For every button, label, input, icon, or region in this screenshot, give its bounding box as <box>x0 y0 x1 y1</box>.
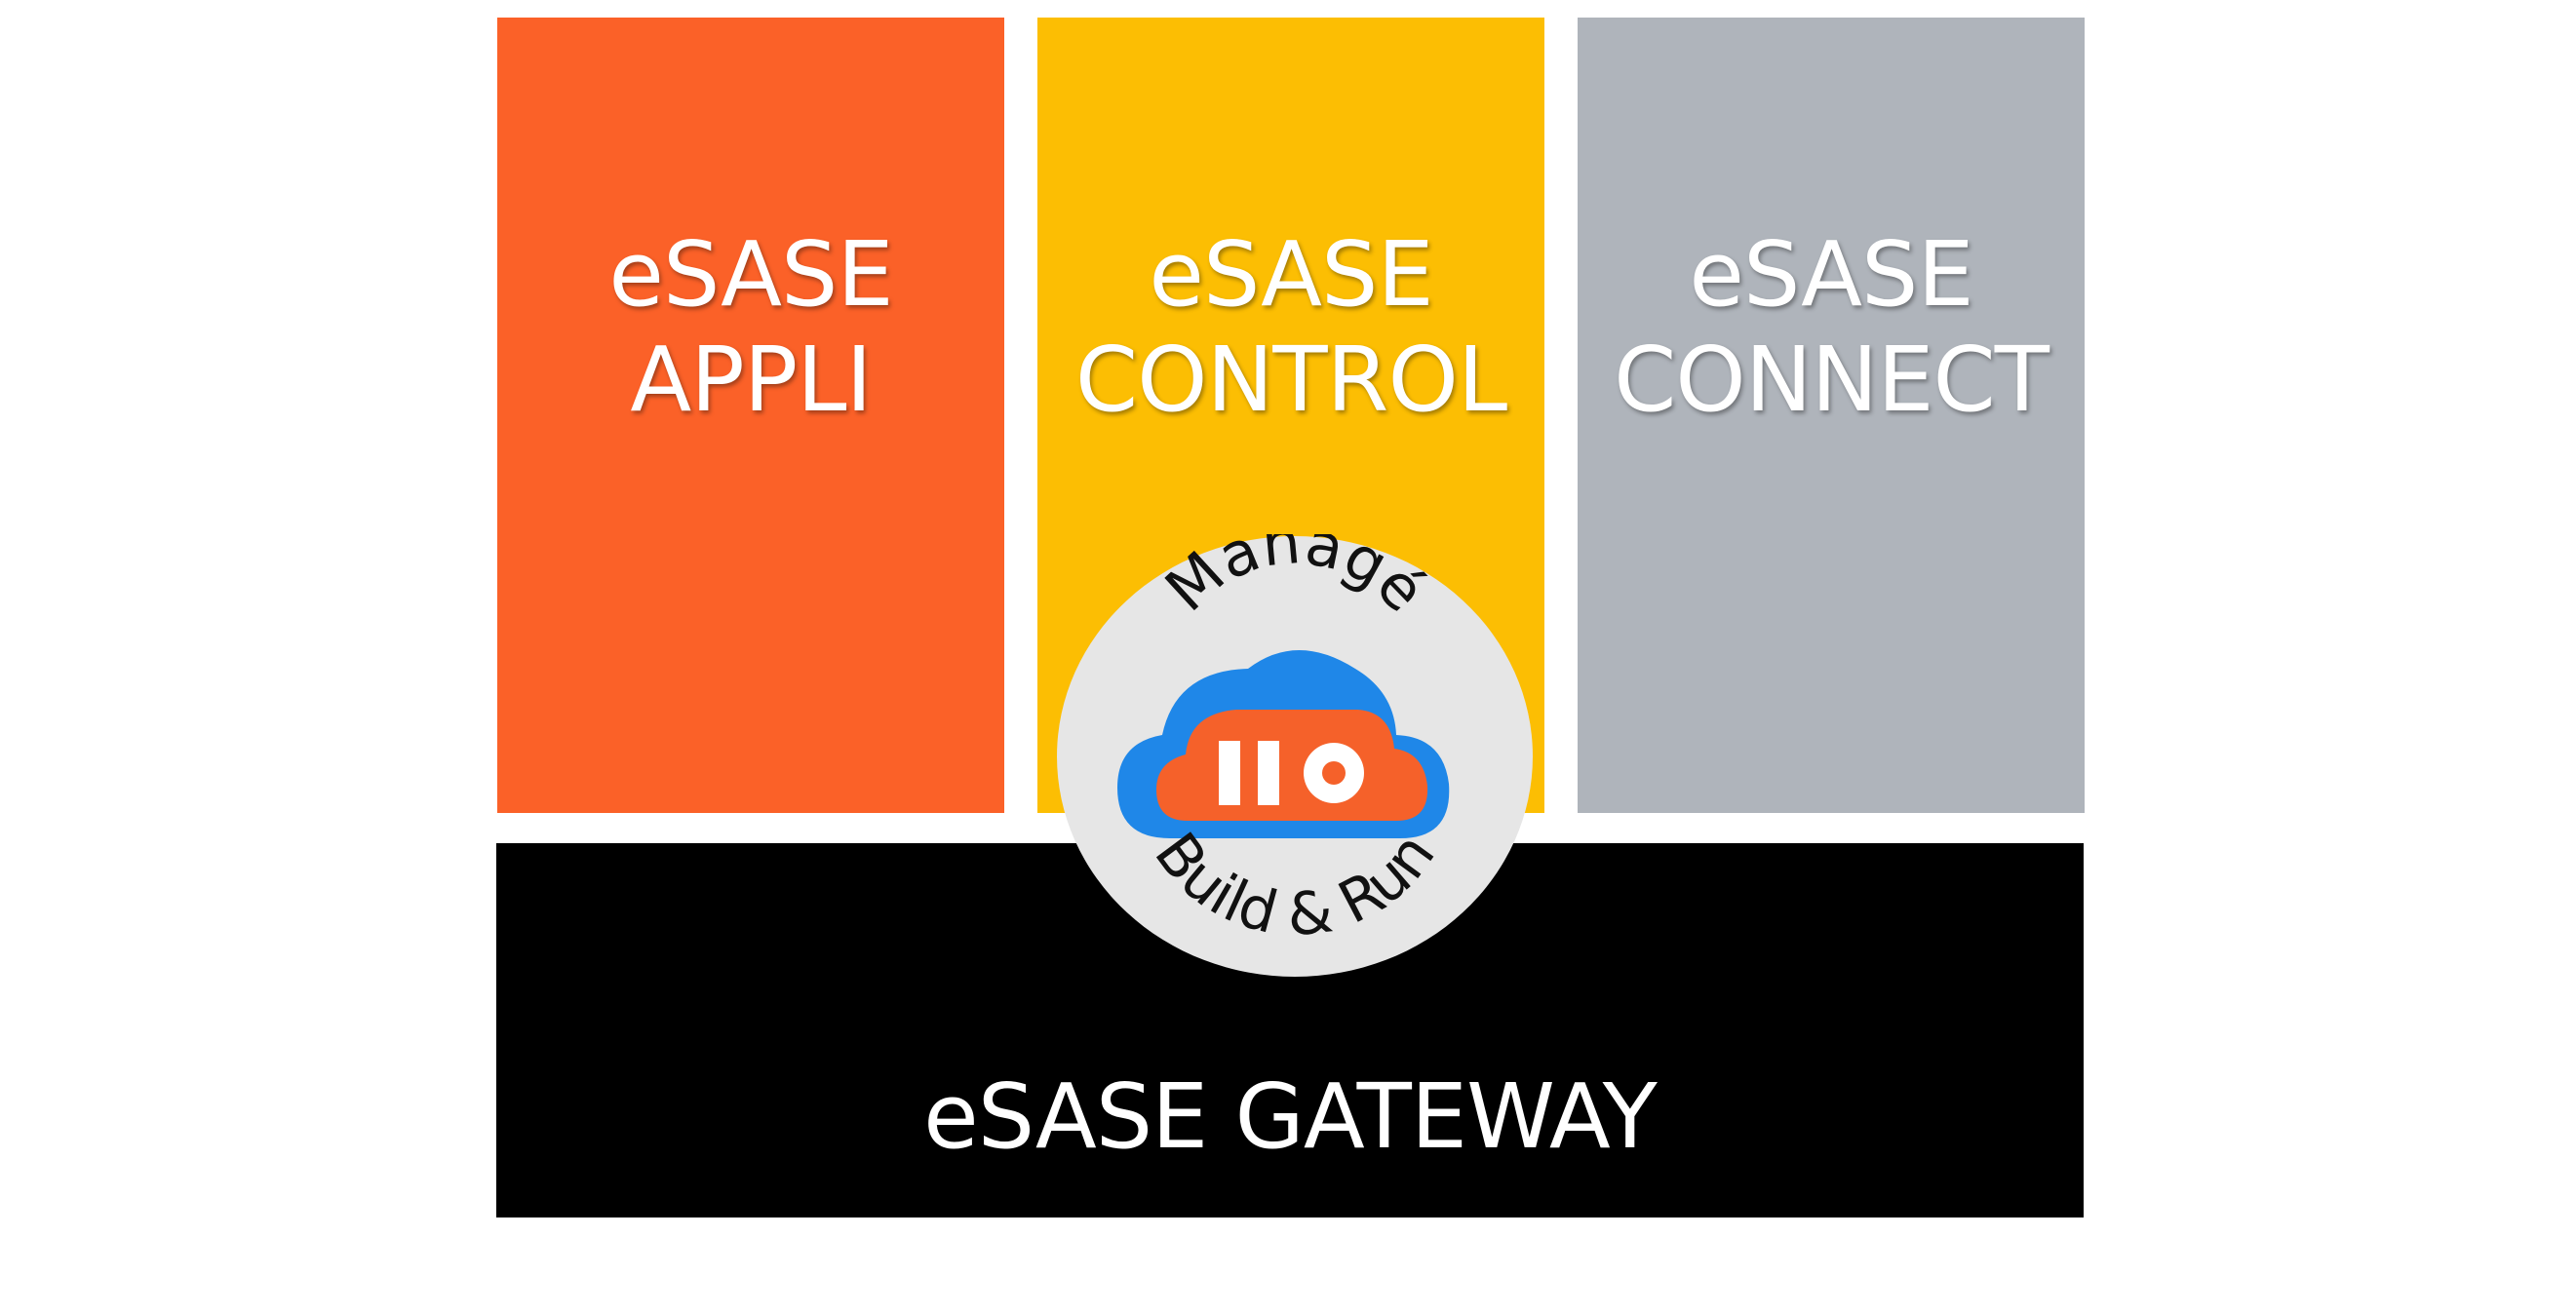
esase-appli-block: eSASE APPLI <box>497 18 1004 813</box>
esase-connect-label: eSASE CONNECT <box>1614 222 2049 433</box>
managed-badge: Managé Build & Run <box>1057 534 1533 977</box>
cloud-logo-icon <box>1117 650 1450 838</box>
esase-connect-line1: eSASE <box>1689 222 1973 327</box>
esase-gateway-label: eSASE GATEWAY <box>923 1063 1658 1169</box>
esase-appli-label: eSASE APPLI <box>608 222 893 433</box>
esase-connect-block: eSASE CONNECT <box>1578 18 2085 813</box>
esase-connect-line2: CONNECT <box>1614 328 2049 432</box>
esase-appli-line1: eSASE <box>608 222 893 327</box>
esase-appli-line2: APPLI <box>630 328 872 432</box>
esase-control-line1: eSASE <box>1149 222 1433 327</box>
esase-control-line2: CONTROL <box>1074 328 1507 432</box>
esase-control-label: eSASE CONTROL <box>1074 222 1507 433</box>
